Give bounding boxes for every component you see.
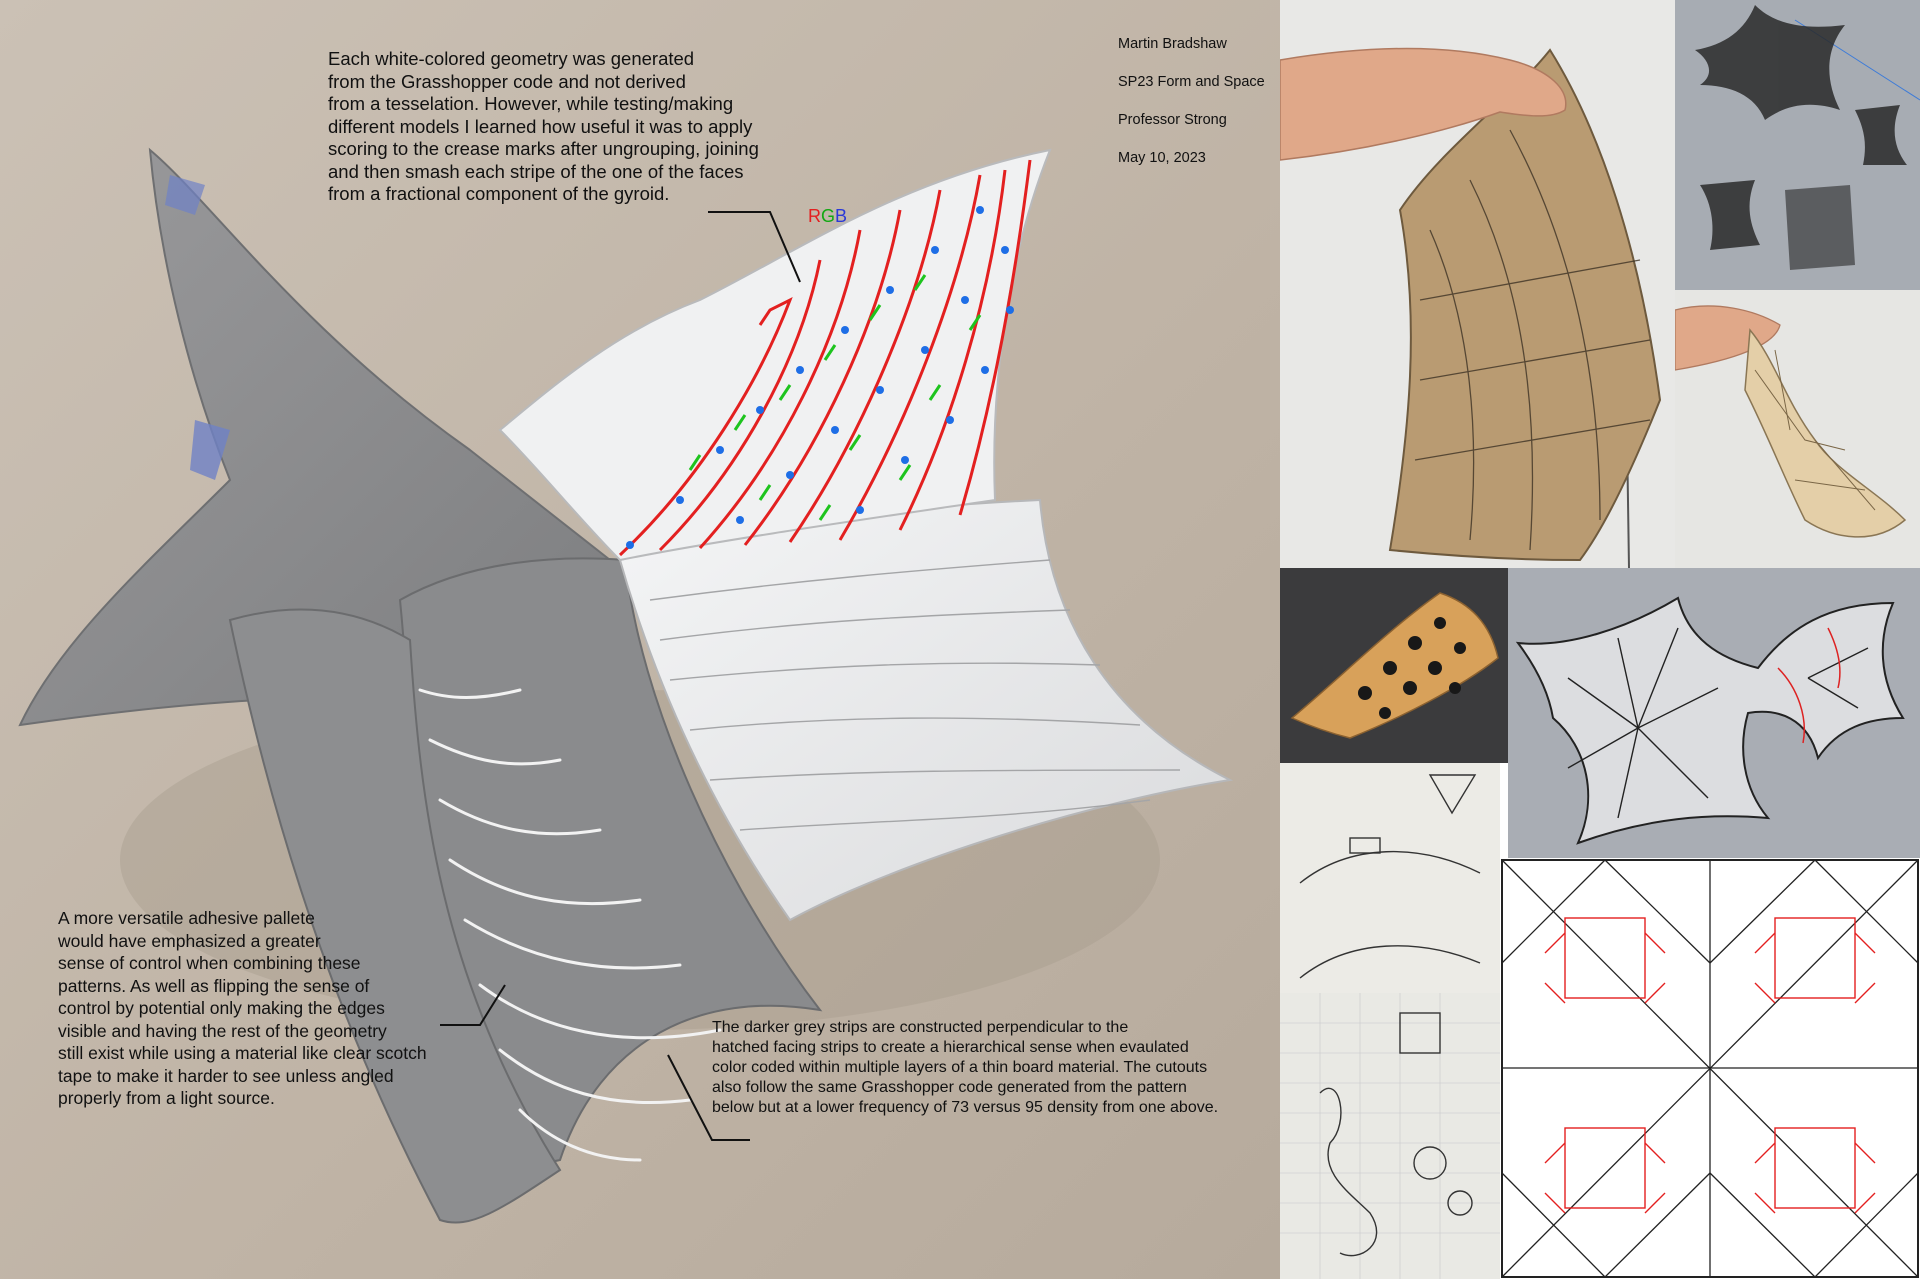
photo-hand-faceted-model [1675, 290, 1920, 568]
paper-model-illustration [0, 0, 1280, 1279]
render-wireframe-pieces [1675, 0, 1920, 290]
pattern-tile-drawing [1500, 858, 1920, 1279]
photo-hand-kraft-model [1280, 0, 1675, 568]
annotation-left: A more versatile adhesive pallete would … [58, 908, 427, 1108]
date: May 10, 2023 [1118, 150, 1206, 166]
photo-hand-sketches [1280, 763, 1500, 1279]
author-block: Martin Bradshaw SP23 Form and Space Prof… [1118, 16, 1265, 187]
rgb-label-b: B [835, 206, 848, 226]
render-smooth-gyroid [1508, 568, 1920, 858]
photo-kraft-model-with-holes [1280, 568, 1508, 763]
annotation-bottom: The darker grey strips are constructed p… [712, 1019, 1219, 1116]
annotation-top: Each white-colored geometry was generate… [328, 48, 759, 204]
rgb-label-r: R [808, 206, 821, 226]
author-name: Martin Bradshaw [1118, 36, 1227, 52]
main-model-photo: Each white-colored geometry was generate… [0, 0, 1280, 1279]
rgb-label: RGB [808, 206, 847, 227]
course-name: SP23 Form and Space [1118, 74, 1265, 90]
professor-name: Professor Strong [1118, 112, 1227, 128]
rgb-label-g: G [821, 206, 836, 226]
